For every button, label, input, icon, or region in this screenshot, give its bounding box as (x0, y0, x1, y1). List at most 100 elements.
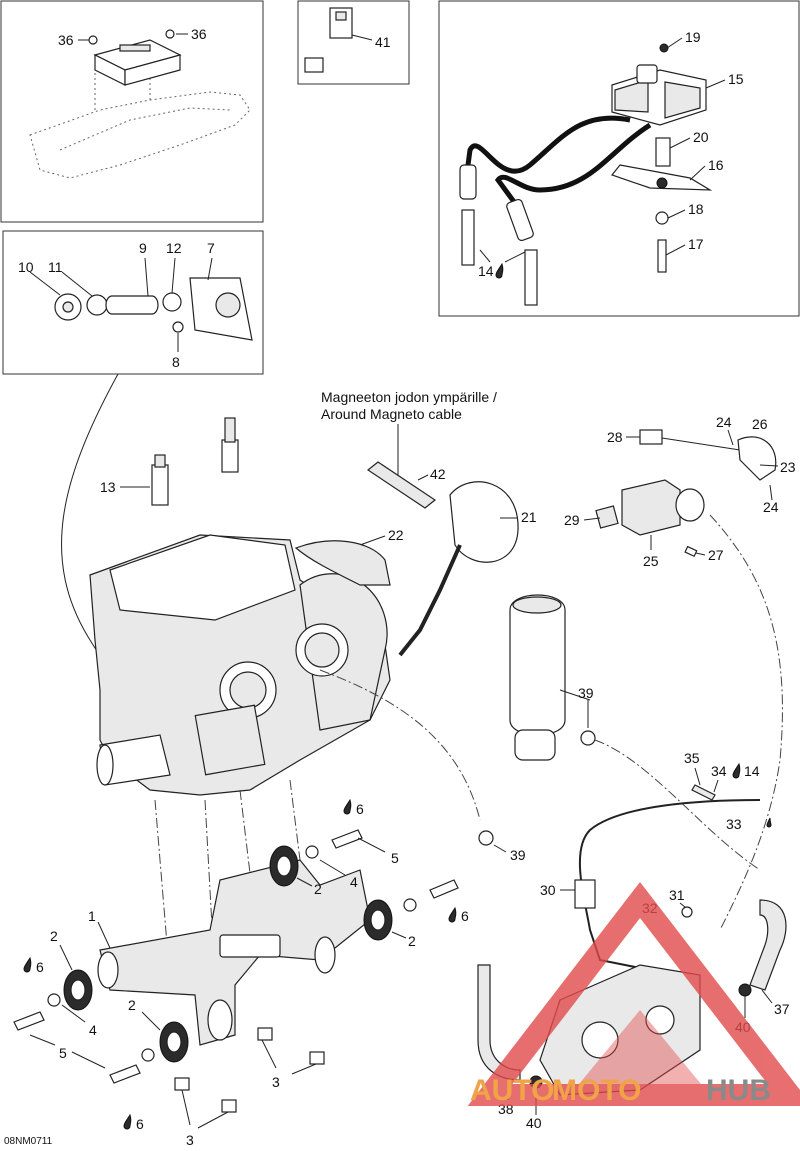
leader-42 (417, 474, 429, 481)
callout-3a: 3 (272, 1074, 280, 1090)
callout-6a: 6 (36, 959, 44, 975)
fasteners-illustration (13, 829, 459, 1113)
callout-12: 12 (166, 240, 182, 256)
grease-drop-icon-6c (343, 798, 352, 815)
leader-1 (97, 921, 111, 949)
callout-10: 10 (18, 259, 34, 275)
leader-5a (29, 1034, 56, 1046)
leader-2a (59, 944, 73, 971)
leader-24b (769, 484, 773, 501)
leader-5c (357, 837, 386, 853)
spring-illustration (366, 461, 437, 509)
callout-35: 35 (684, 750, 700, 766)
routing-line-3 (709, 514, 783, 931)
magneto-cover (294, 540, 391, 586)
callout-24b: 24 (763, 499, 779, 515)
leader-29 (583, 517, 601, 521)
watermark-text-auto: AUTO (470, 1074, 554, 1107)
leader-18 (667, 209, 686, 219)
callout-36b: 36 (191, 26, 207, 42)
leader-17 (665, 244, 686, 256)
leader-3a (261, 1039, 277, 1069)
callout-2b: 2 (128, 997, 136, 1013)
grease-drop-icon-6b (123, 1113, 132, 1130)
callout-39b: 39 (510, 847, 526, 863)
grease-drop-icon (495, 262, 504, 279)
washer-31 (681, 906, 693, 918)
callout-26: 26 (752, 416, 768, 432)
bracket-illustration (54, 277, 253, 341)
pump-assembly-illustration (539, 964, 701, 1096)
callout-14a: 14 (478, 263, 494, 279)
callout-16: 16 (708, 157, 724, 173)
callout-23: 23 (780, 459, 796, 475)
callout-1: 1 (88, 908, 96, 924)
callout-13: 13 (100, 479, 116, 495)
callout-37: 37 (774, 1001, 790, 1017)
callout-30: 30 (540, 882, 556, 898)
engine-illustration (89, 534, 391, 796)
annotation-fi: Magneeton jodon ympärille / (321, 389, 497, 405)
callout-7: 7 (207, 240, 215, 256)
grease-drop-icon-6d (448, 906, 457, 923)
callout-5a: 5 (59, 1045, 67, 1061)
callout-20: 20 (693, 129, 709, 145)
leader-39b (493, 844, 507, 853)
leader-3b-2 (197, 1111, 229, 1129)
watermark-text-moto: MOTO (552, 1074, 641, 1107)
leader-2c (296, 877, 313, 887)
diagram-code: 08NM0711 (4, 1136, 53, 1147)
routing-line-7 (289, 779, 301, 861)
leader-10 (29, 271, 61, 296)
callout-6d: 6 (461, 908, 469, 924)
callout-27: 27 (708, 547, 724, 563)
annotation-en: Around Magneto cable (321, 406, 462, 422)
hose-38 (477, 964, 521, 1081)
grease-drop-icon-14 (732, 762, 741, 779)
clamp-39a (580, 730, 596, 746)
callout-19: 19 (685, 29, 701, 45)
callout-17: 17 (688, 236, 704, 252)
callout-31: 31 (669, 887, 685, 903)
callout-21: 21 (521, 509, 537, 525)
ignition-coil-illustration (459, 64, 713, 306)
leader-34 (713, 779, 719, 793)
callout-19-bolt (659, 43, 669, 53)
reservoir-illustration (509, 594, 591, 761)
leader-5b (71, 1051, 106, 1069)
grease-drop-icon-33 (766, 817, 772, 828)
magneto-cable-illustration (398, 481, 519, 657)
callout-2d: 2 (408, 933, 416, 949)
callout-3b: 3 (186, 1132, 194, 1148)
callout-2c: 2 (314, 881, 322, 897)
leader-37 (761, 989, 773, 1004)
engine-mount-illustration (97, 859, 371, 1046)
callout-24a: 24 (716, 414, 732, 430)
leader-41 (351, 34, 373, 41)
leader-9 (144, 257, 149, 297)
frame-module-illustration (29, 29, 251, 179)
leader-12 (171, 257, 176, 294)
leader-3a-2 (291, 1063, 317, 1075)
callout-5b: 5 (391, 850, 399, 866)
callout-25: 25 (643, 553, 659, 569)
leader-14a (479, 249, 491, 263)
clamp-40a (738, 983, 752, 997)
leader-19 (666, 37, 683, 49)
rubber-mounts-illustration (63, 845, 393, 1063)
connector-30 (574, 879, 596, 909)
watermark-logo (467, 881, 800, 1106)
clamp-39b (478, 830, 494, 846)
leader-20 (669, 137, 691, 149)
leader-14a-2 (504, 251, 526, 263)
callout-42: 42 (430, 466, 446, 482)
connector-block-illustration (595, 429, 777, 558)
routing-line-1 (319, 669, 481, 821)
spark-plugs-illustration (151, 417, 239, 506)
leader-24a (727, 429, 734, 446)
callout-11: 11 (48, 259, 63, 275)
callout-15: 15 (728, 71, 744, 87)
callout-9: 9 (139, 240, 147, 256)
leader-15 (705, 79, 726, 89)
leader-23 (759, 464, 779, 467)
